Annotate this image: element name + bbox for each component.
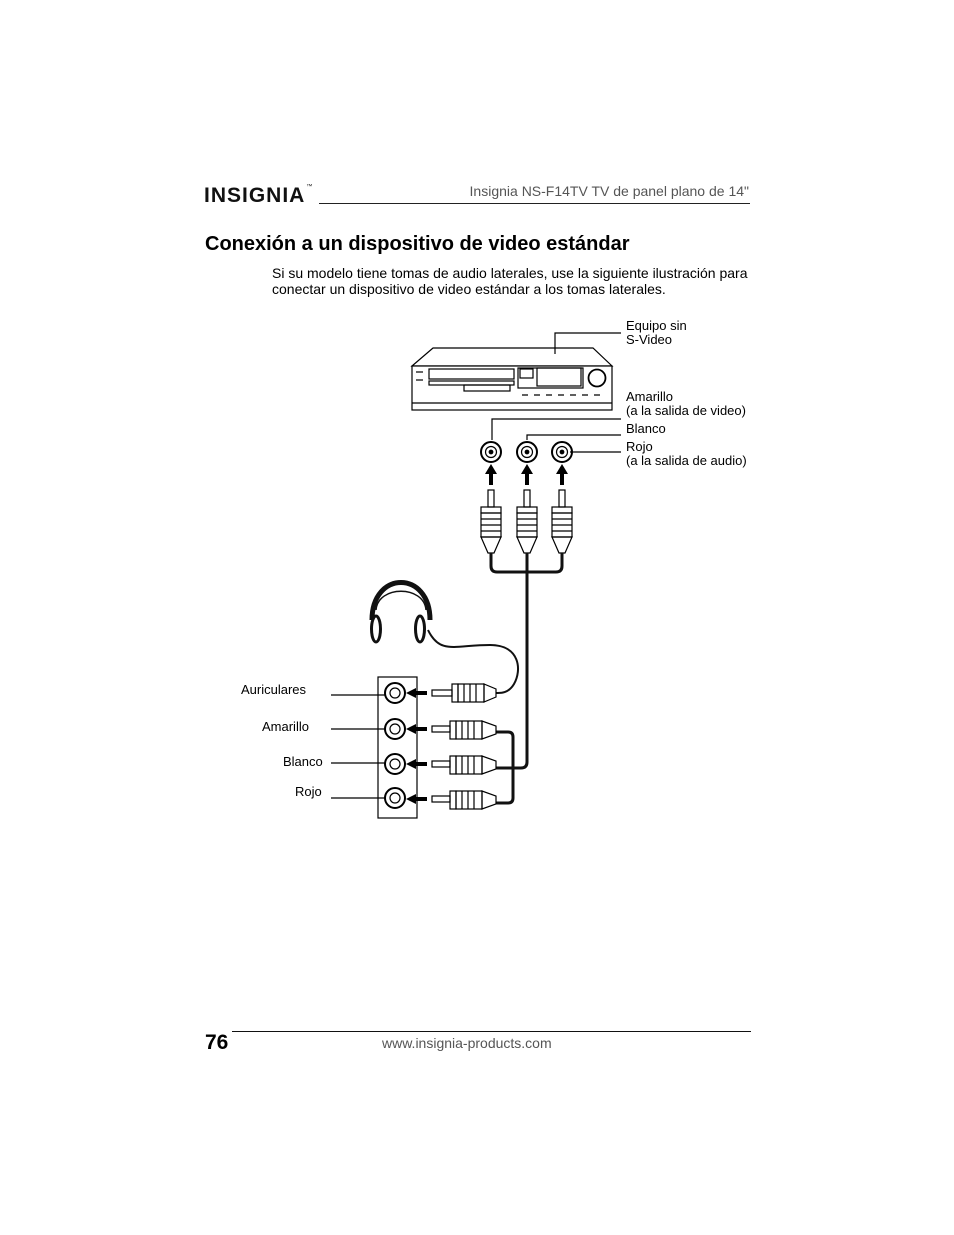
label-equipo-line1: Equipo sin (626, 319, 687, 333)
footer-rule (232, 1031, 751, 1032)
label-blanco-top: Blanco (626, 422, 666, 436)
label-rojo-side: Rojo (295, 785, 322, 799)
video-device-illustration (410, 347, 614, 411)
section-title: Conexión a un dispositivo de video están… (205, 233, 630, 255)
label-auriculares: Auriculares (241, 683, 307, 697)
device-jack-red (551, 441, 573, 463)
device-jack-white (516, 441, 538, 463)
label-blanco-side: Blanco (283, 755, 323, 769)
rca-plug-side-amarillo (431, 720, 497, 740)
header-rule (319, 203, 750, 204)
panel-jack-amarillo (384, 718, 406, 740)
device-jack-yellow (480, 441, 502, 463)
label-rojo-top: Rojo (626, 440, 653, 454)
page-number: 76 (205, 1031, 229, 1054)
panel-jack-rojo (384, 787, 406, 809)
tv-side-panel (377, 676, 418, 819)
label-equipo-line2: S-Video (626, 333, 673, 347)
headphones-illustration (369, 580, 519, 695)
headphone-plug (431, 683, 497, 703)
label-rojo-top-note: (a la salida de audio) (626, 454, 747, 468)
panel-jack-blanco (384, 753, 406, 775)
label-amarillo-top: Amarillo (626, 390, 673, 404)
rca-plug-top-2 (516, 489, 538, 554)
rca-plug-top-3 (551, 489, 573, 554)
rca-plug-top-1 (480, 489, 502, 554)
label-amarillo-top-note: (a la salida de video) (626, 404, 746, 418)
footer-url: www.insignia-products.com (382, 1035, 552, 1051)
rca-plug-side-rojo (431, 790, 497, 810)
panel-jack-auriculares (384, 682, 406, 704)
label-amarillo-side: Amarillo (262, 720, 309, 734)
rca-plug-side-blanco (431, 755, 497, 775)
intro-paragraph: Si su modelo tiene tomas de audio latera… (272, 265, 748, 297)
header-title: Insignia NS-F14TV TV de panel plano de 1… (469, 183, 749, 199)
insignia-logo: INSIGNIA™ (204, 184, 314, 207)
